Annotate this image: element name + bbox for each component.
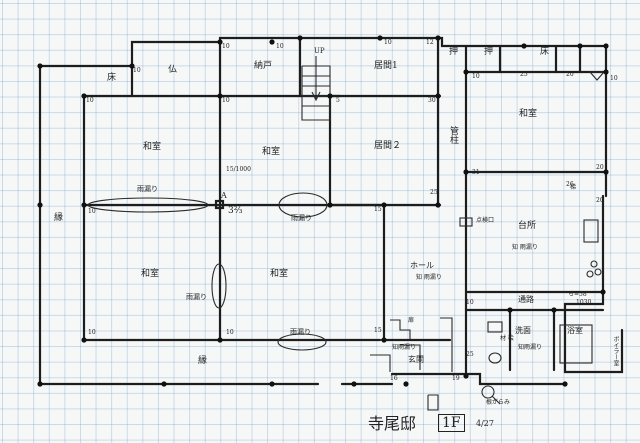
dim-label: 10 [222, 97, 230, 104]
dim-label: 10 [222, 43, 230, 50]
room-engawa-west: 縁 [54, 213, 64, 223]
tsubo-note: ち=58 [568, 291, 587, 298]
leak-label-2: 雨漏り [291, 214, 312, 222]
dim-label: 10 [466, 299, 474, 306]
room-washitsu-center: 和室 [262, 147, 281, 157]
dim-label: 19 [452, 375, 460, 382]
point-a-label: A [221, 191, 227, 200]
room-washitsu-s: 和室 [270, 269, 289, 279]
leak-note-kitchen: 知 雨漏り [512, 244, 538, 251]
room-tsuro: 通路 [518, 295, 534, 304]
dim-label: 26 [566, 181, 574, 188]
room-nando: 納戸 [254, 61, 273, 71]
room-washitsu-sw: 和室 [141, 269, 160, 279]
leak-marks [87, 192, 328, 351]
dim-label: 25 [520, 71, 528, 78]
tsubo-note-2: 1030 [576, 299, 592, 306]
room-engawa-south: 縁 [198, 356, 208, 366]
room-hall: ホール [410, 261, 434, 270]
room-oshi-2: 押 [484, 47, 494, 57]
dim-label: 15 [374, 206, 382, 213]
room-oshi-1: 押 [449, 47, 459, 57]
drawing-date: 4/27 [476, 419, 494, 428]
floor-stamp: 1F [438, 414, 465, 432]
room-kanbashira: 管柱 [448, 126, 458, 144]
room-ima-2: 居間２ [374, 141, 402, 151]
walls [38, 36, 624, 386]
kyoseki-note: 扉 [408, 317, 415, 324]
room-yokushitsu: 浴室 [567, 326, 583, 335]
room-butsudan: 仏 [168, 65, 178, 75]
room-ima-1: 居間1 [374, 61, 398, 71]
dim-label: 10 [610, 75, 618, 82]
dim-label: 10 [384, 39, 392, 46]
leak-label-1: 雨漏り [137, 185, 158, 193]
entrance-steps [370, 317, 453, 372]
leak-note-genkan: 知雨漏り [392, 344, 417, 351]
dim-label: 10 [86, 97, 94, 104]
dim-label: 25 [430, 189, 438, 196]
dim-label: 10 [88, 208, 96, 215]
dim-label: 5 [336, 97, 340, 104]
dim-label: 10 [226, 329, 234, 336]
dim-label: 30 [428, 97, 436, 104]
dim-label: 10 [276, 43, 284, 50]
tenken-note: 点検口 [476, 217, 495, 224]
dim-label: 20 [566, 71, 574, 78]
room-boiler: ボイラー室 [612, 336, 619, 366]
dim-label: 16 [390, 375, 398, 382]
room-toko-west: 床 [107, 73, 117, 83]
dim-label: 20 [596, 197, 604, 204]
kensa-note: 梯 [570, 184, 577, 191]
room-genkan: 玄関 [408, 355, 424, 364]
dim-label: 31 [472, 169, 480, 176]
room-washitsu-nw: 和室 [143, 142, 162, 152]
leak-label-3: 雨漏り [186, 293, 207, 301]
room-washitsu-ne: 和室 [519, 109, 538, 119]
dim-label: 12 [426, 39, 434, 46]
drawing-title: 寺尾邸 [368, 414, 417, 433]
room-senmen: 洗面 [515, 326, 531, 335]
slope-note: 15/1000 [226, 166, 251, 173]
fixtures [214, 71, 606, 411]
staircase [301, 56, 331, 121]
dim-label: 10 [88, 329, 96, 336]
hozu-note: 根がらみ [486, 399, 511, 406]
fraction-note: 3⅔ [228, 206, 243, 216]
dim-label: 10 [472, 73, 480, 80]
dim-label: 10 [133, 67, 141, 74]
leak-note-hall: 知 雨漏り [416, 274, 442, 281]
room-daidokoro: 台所 [518, 221, 537, 231]
leak-note-senmen: 知雨漏り [518, 344, 543, 351]
leak-label-4: 雨漏り [290, 328, 311, 336]
dim-label: 25 [466, 351, 474, 358]
dim-label: 15 [374, 327, 382, 334]
room-toko-east: 床 [540, 47, 550, 57]
columns [37, 35, 609, 387]
sozai-note: 材 桧 [500, 335, 514, 342]
stair-up-label: UP [314, 47, 325, 55]
dim-label: 20 [596, 164, 604, 171]
